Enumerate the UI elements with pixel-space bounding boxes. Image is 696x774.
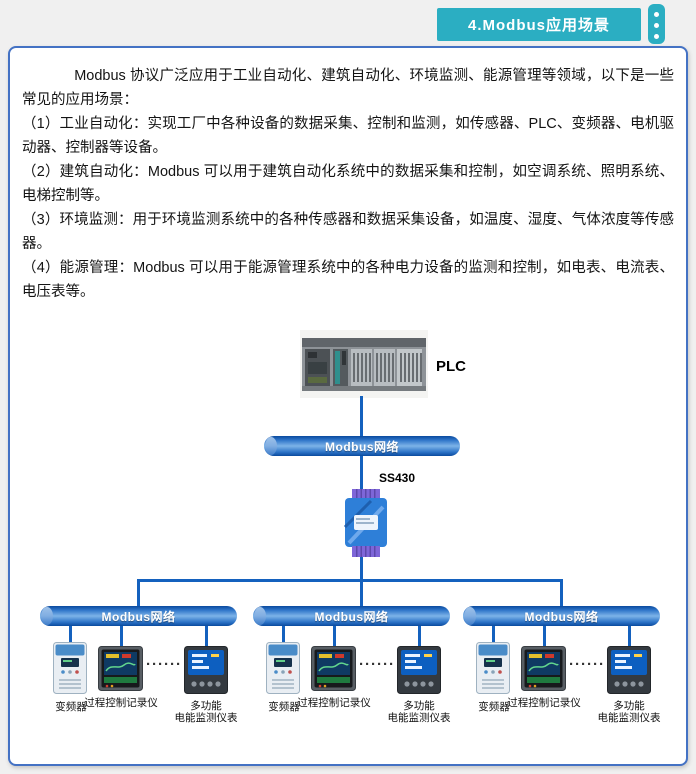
recorder-label: 过程控制记录仪 — [297, 697, 371, 709]
vfd-label: 变频器 — [478, 701, 510, 713]
connector-line — [69, 626, 72, 643]
bus-label: Modbus网络 — [101, 609, 176, 624]
menu-dots-icon — [648, 4, 665, 44]
connector-line — [418, 626, 421, 647]
connector-line — [360, 557, 363, 581]
item-1-paragraph: （1）工业自动化：实现工厂中各种设备的数据采集、控制和监测，如传感器、PLC、变… — [22, 116, 674, 156]
vfd-device-image — [266, 642, 300, 694]
recorder-label: 过程控制记录仪 — [507, 697, 581, 709]
meter-label-line1: 多功能 — [190, 700, 222, 712]
meter-device-image — [397, 646, 441, 694]
gateway-device-image — [341, 489, 391, 557]
meter-device-image — [607, 646, 651, 694]
connector-line — [137, 579, 563, 582]
modbus-branch-bus: Modbus网络 — [463, 606, 660, 626]
vfd-device-image — [53, 642, 87, 694]
modbus-branch-bus: Modbus网络 — [40, 606, 237, 626]
item-4-paragraph: （4）能源管理：Modbus 可以用于能源管理系统中的各种电力设备的监测和控制，… — [22, 260, 674, 300]
meter-label-line1: 多功能 — [613, 700, 645, 712]
item-2-paragraph: （2）建筑自动化：Modbus 可以用于建筑自动化系统中的数据采集和控制，如空调… — [22, 164, 674, 204]
vfd-label: 变频器 — [55, 701, 87, 713]
connector-line — [543, 626, 546, 647]
connector-line — [360, 456, 363, 492]
modbus-branch-bus: Modbus网络 — [253, 606, 450, 626]
connector-line — [137, 580, 140, 607]
connector-line — [120, 626, 123, 647]
ellipsis-dots: ······ — [569, 656, 605, 673]
connector-line — [360, 396, 363, 437]
modbus-segment-2: Modbus网络 ······ 变频器 过程控制记录仪 多功能 电能监测仪表 — [253, 606, 451, 728]
plc-label: PLC — [436, 358, 466, 375]
connector-line — [628, 626, 631, 647]
ellipsis-dots: ······ — [146, 656, 182, 673]
modbus-main-bus: Modbus网络 — [264, 436, 460, 456]
ellipsis-dots: ······ — [359, 656, 395, 673]
modbus-segment-3: Modbus网络 ······ 变频器 过程控制记录仪 多功能 电能监测仪表 — [463, 606, 661, 728]
recorder-device-image — [521, 646, 566, 691]
page-title: 4.Modbus应用场景 — [468, 17, 610, 34]
meter-label-line2: 电能监测仪表 — [597, 712, 661, 724]
gateway-label: SS430 — [379, 471, 416, 485]
meter-label-line2: 电能监测仪表 — [174, 712, 238, 724]
vfd-label: 变频器 — [268, 701, 300, 713]
connector-line — [333, 626, 336, 647]
body-text: Modbus 协议广泛应用于工业自动化、建筑自动化、环境监测、能源管理等领域，以… — [22, 64, 674, 304]
plc-image — [300, 330, 428, 398]
intro-paragraph: Modbus 协议广泛应用于工业自动化、建筑自动化、环境监测、能源管理等领域，以… — [22, 68, 674, 108]
connector-line — [492, 626, 495, 643]
recorder-device-image — [311, 646, 356, 691]
slide-title-tab: 4.Modbus应用场景 — [437, 8, 641, 41]
vfd-device-image — [476, 642, 510, 694]
meter-device-image — [184, 646, 228, 694]
connector-line — [282, 626, 285, 643]
modbus-segment-1: Modbus网络 ······ 变频器 过程控制记录仪 多功能 电能监测仪表 — [40, 606, 238, 728]
bus-label: Modbus网络 — [325, 439, 399, 454]
recorder-device-image — [98, 646, 143, 691]
recorder-label: 过程控制记录仪 — [84, 697, 158, 709]
connector-line — [560, 580, 563, 607]
meter-label-line2: 电能监测仪表 — [387, 712, 451, 724]
bus-label: Modbus网络 — [524, 609, 599, 624]
item-3-paragraph: （3）环境监测：用于环境监测系统中的各种传感器和数据采集设备，如温度、湿度、气体… — [22, 212, 674, 252]
bus-label: Modbus网络 — [314, 609, 389, 624]
connector-line — [360, 580, 363, 607]
meter-label-line1: 多功能 — [403, 700, 435, 712]
connector-line — [205, 626, 208, 647]
